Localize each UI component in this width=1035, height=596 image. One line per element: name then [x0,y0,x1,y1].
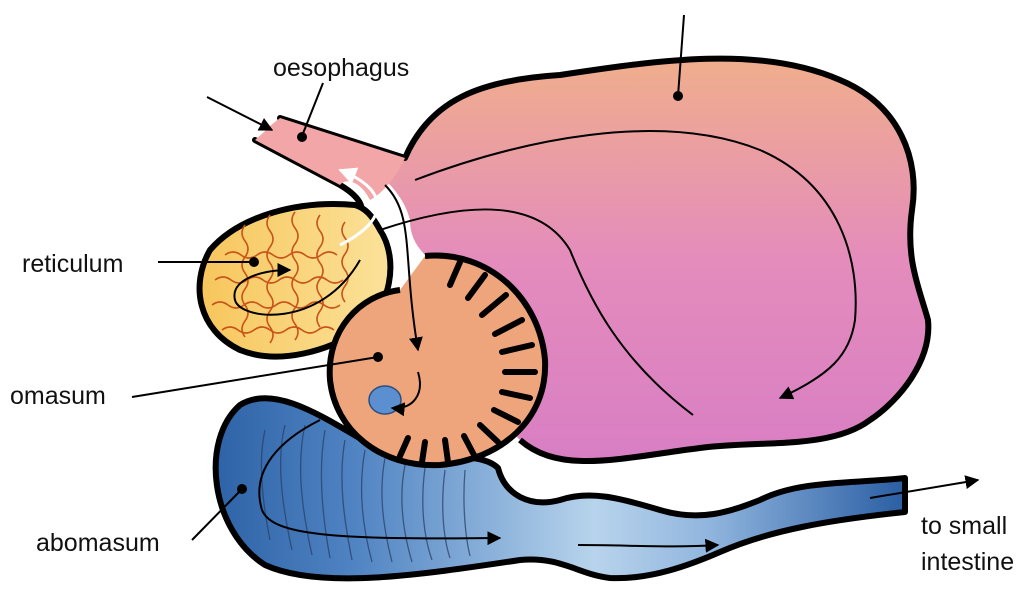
label-reticulum: reticulum [22,250,123,278]
label-abomasum: abomasum [36,529,160,557]
label-outlet-line1: to small [921,512,1007,540]
oesophagus-fill [255,118,405,200]
abomasum-dot [237,484,247,494]
abomasum-flow-arrow-2 [578,545,718,546]
label-outlet-line2: intestine [921,548,1014,576]
label-oesophagus: oesophagus [273,54,409,82]
label-omasum: omasum [10,382,106,410]
reticulum-dot [249,257,259,267]
inflow-arrow [207,97,272,130]
omasum-dot [373,352,383,362]
omasum-pocket [369,386,401,414]
oesophagus-dot [297,132,307,142]
rumen-dot [673,91,683,101]
